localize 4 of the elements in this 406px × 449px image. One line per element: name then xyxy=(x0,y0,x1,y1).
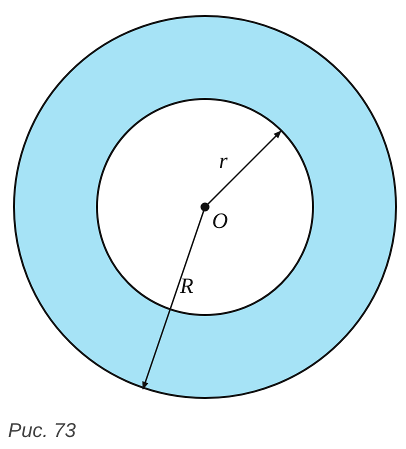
point-label: R xyxy=(180,275,194,297)
point-label: O xyxy=(212,210,228,232)
figure-caption: Рис. 73 xyxy=(8,420,76,442)
point-label: r xyxy=(219,150,228,172)
